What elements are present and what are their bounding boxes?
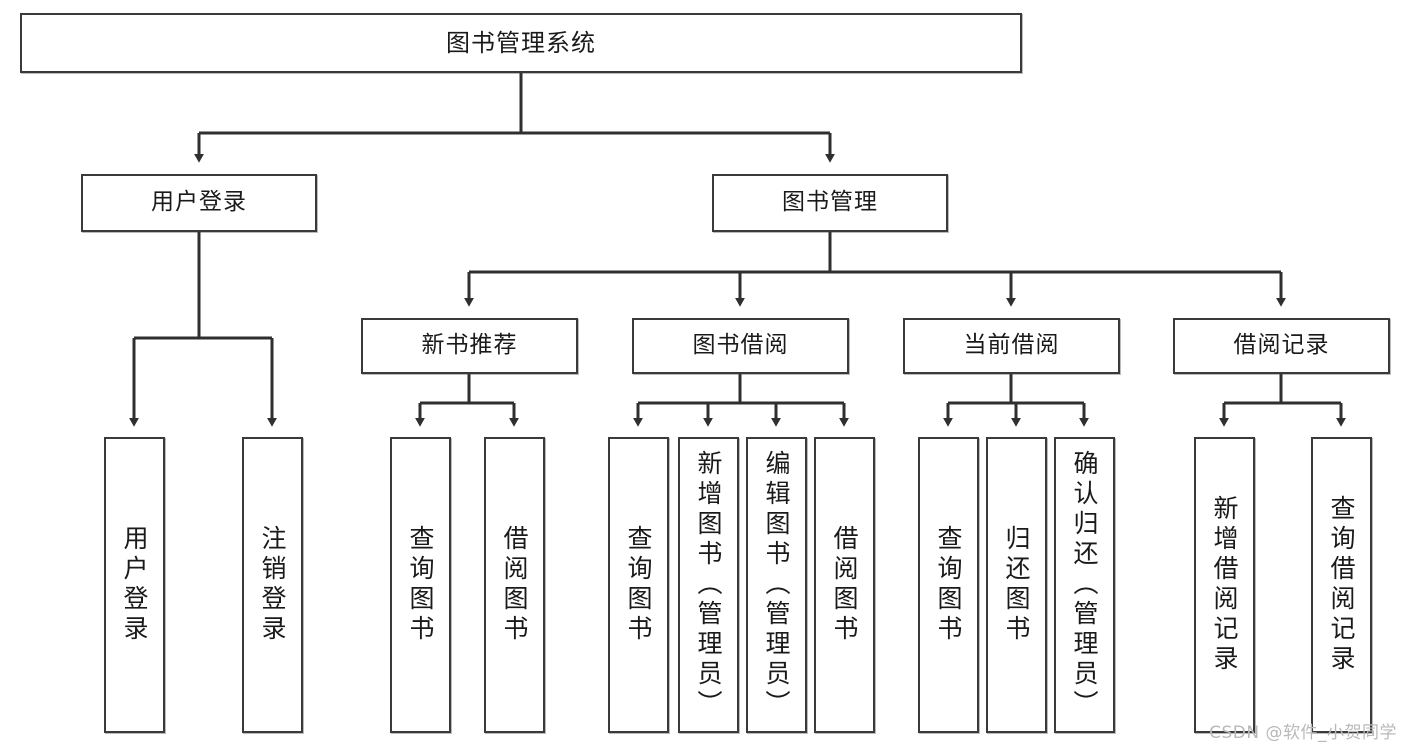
node-label: 图书管理系统 bbox=[446, 28, 596, 57]
node-label: 图书管理 bbox=[782, 189, 878, 216]
node-label: 查询图书 bbox=[406, 525, 435, 645]
node-label: 注销登录 bbox=[258, 525, 287, 645]
node-label: 编辑图书（管理员） bbox=[762, 450, 791, 720]
node-new-book-recommend[interactable]: 新书推荐 bbox=[361, 318, 578, 374]
leaf-query-record[interactable]: 查询借阅记录 bbox=[1311, 437, 1372, 733]
node-book-borrow[interactable]: 图书借阅 bbox=[632, 318, 849, 374]
node-current-borrow[interactable]: 当前借阅 bbox=[903, 318, 1120, 374]
node-label: 用户登录 bbox=[120, 525, 149, 645]
node-label: 查询图书 bbox=[934, 525, 963, 645]
node-label: 用户登录 bbox=[151, 189, 247, 216]
leaf-confirm-return[interactable]: 确认归还（管理员） bbox=[1054, 437, 1115, 733]
node-root-book-management-system[interactable]: 图书管理系统 bbox=[20, 13, 1022, 73]
leaf-query-book-1[interactable]: 查询图书 bbox=[390, 437, 451, 733]
node-label: 确认归还（管理员） bbox=[1070, 450, 1099, 720]
node-label: 新增借阅记录 bbox=[1210, 495, 1239, 675]
node-borrow-record[interactable]: 借阅记录 bbox=[1173, 318, 1390, 374]
node-label: 图书借阅 bbox=[692, 332, 789, 359]
node-label: 新书推荐 bbox=[421, 332, 518, 359]
node-label: 新增图书（管理员） bbox=[694, 450, 723, 720]
node-label: 借阅图书 bbox=[830, 525, 859, 645]
leaf-borrow-book-2[interactable]: 借阅图书 bbox=[814, 437, 875, 733]
leaf-borrow-book-1[interactable]: 借阅图书 bbox=[484, 437, 545, 733]
leaf-edit-book[interactable]: 编辑图书（管理员） bbox=[746, 437, 807, 733]
leaf-query-book-2[interactable]: 查询图书 bbox=[608, 437, 669, 733]
leaf-add-record[interactable]: 新增借阅记录 bbox=[1194, 437, 1255, 733]
node-label: 借阅记录 bbox=[1233, 332, 1330, 359]
watermark-text: CSDN @软件_小贺同学 bbox=[1209, 723, 1397, 743]
leaf-query-book-3[interactable]: 查询图书 bbox=[918, 437, 979, 733]
node-label: 查询图书 bbox=[624, 525, 653, 645]
node-label: 借阅图书 bbox=[500, 525, 529, 645]
leaf-return-book[interactable]: 归还图书 bbox=[986, 437, 1047, 733]
leaf-logout-login[interactable]: 注销登录 bbox=[242, 437, 303, 733]
node-label: 当前借阅 bbox=[963, 332, 1060, 359]
node-label: 查询借阅记录 bbox=[1327, 495, 1356, 675]
node-label: 归还图书 bbox=[1002, 525, 1031, 645]
node-book-management[interactable]: 图书管理 bbox=[712, 174, 948, 232]
node-user-login[interactable]: 用户登录 bbox=[81, 174, 317, 232]
leaf-add-book[interactable]: 新增图书（管理员） bbox=[678, 437, 739, 733]
leaf-user-login[interactable]: 用户登录 bbox=[104, 437, 165, 733]
